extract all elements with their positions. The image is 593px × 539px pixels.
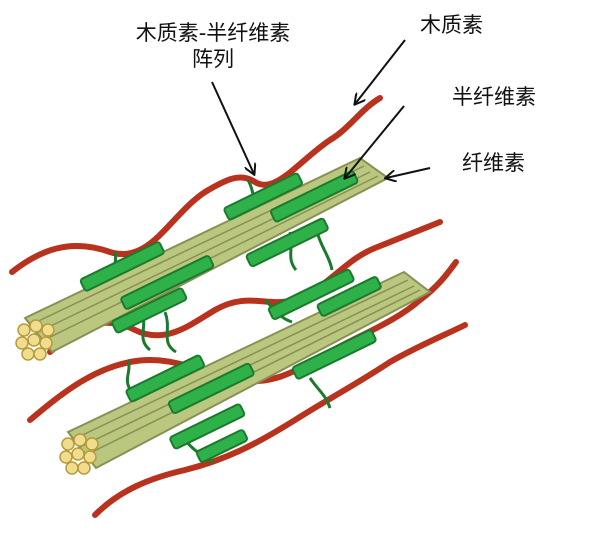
label-lcc-line1: 木质素-半纤维素 [135,21,291,45]
cellulose-bundle-upper-end [15,319,55,361]
arrow-lcc [211,81,254,174]
label-lcc-line2: 阵列 [192,47,234,72]
arrow-hemicellulose [345,105,405,178]
lignin-strand-3 [27,259,459,423]
label-hemicellulose: 半纤维素 [452,85,536,109]
arrow-cellulose [386,167,431,178]
label-lignin: 木质素 [420,13,483,37]
label-arrows [211,39,431,178]
arrow-lignin [355,39,406,104]
cellulose-bundle-lower-end [59,433,99,475]
lignin-strand-4 [92,322,468,518]
label-cellulose: 纤维素 [462,151,525,175]
lignin-strand-1 [9,95,383,275]
label-lignin-hemicellulose-array: 木质素-半纤维素 阵列 [108,20,318,73]
hemicellulose-bars [79,170,382,463]
